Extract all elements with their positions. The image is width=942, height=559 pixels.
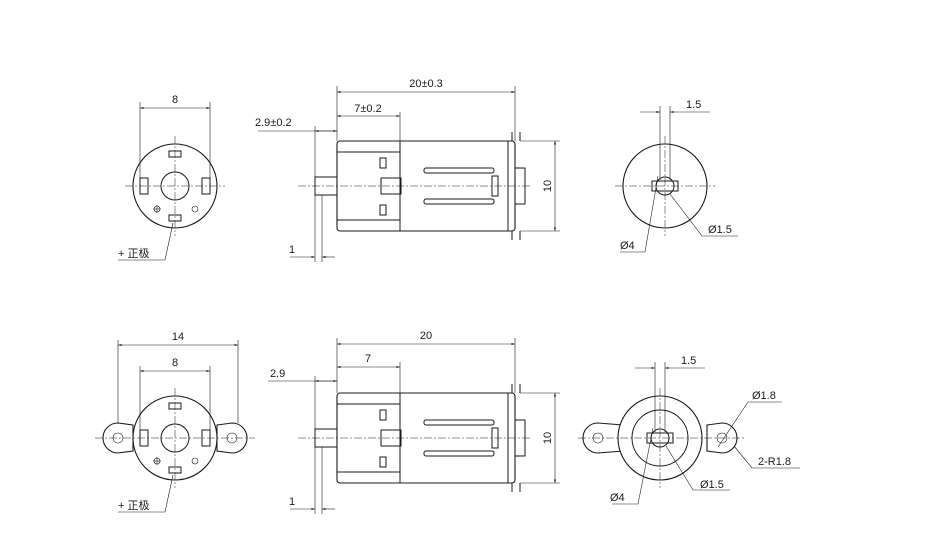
top-polarity-label: + 正极	[118, 246, 149, 260]
bottom-key-dim: 1.5	[681, 355, 696, 367]
bottom-radius-dim: 2-R1.8	[758, 456, 791, 468]
bottom-flange-dim: 14	[172, 331, 184, 343]
bottom-length-dim: 20	[420, 330, 432, 342]
bottom-shaft-dia-dim: Ø1.5	[700, 479, 724, 491]
top-front-view: 8 + 正极	[118, 94, 225, 261]
top-side-view: 20±0.3 7±0.2 2.9±0.2 1 10	[255, 78, 560, 262]
bottom-shaft-view: 1.5 Ø1.8 2-R1.8 Ø4 Ø1.5	[578, 355, 800, 505]
bottom-outer-dia-dim: Ø4	[610, 492, 625, 504]
top-gear-dim: 7±0.2	[354, 103, 381, 115]
bottom-gear-dim: 7	[365, 353, 371, 365]
top-height-dim: 10	[542, 180, 554, 192]
top-gap-dim: 1	[289, 244, 295, 256]
bottom-front-width-dim: 8	[172, 357, 178, 369]
top-outer-dia-dim: Ø4	[620, 240, 635, 252]
top-key-dim: 1.5	[686, 99, 701, 111]
bottom-hole-dia-dim: Ø1.8	[752, 390, 776, 402]
top-shaft-view: 1.5 Ø4 Ø1.5	[615, 99, 738, 253]
bottom-shaft-dim: 2.9	[270, 368, 285, 380]
top-front-width-dim: 8	[172, 94, 178, 106]
bottom-front-view: 14 8 + 正极	[95, 331, 255, 513]
bottom-side-view: 20 7 2.9 1 10	[268, 330, 560, 514]
top-shaft-dim: 2.9±0.2	[255, 117, 292, 129]
top-shaft-dia-dim: Ø1.5	[708, 224, 732, 236]
bottom-gap-dim: 1	[289, 496, 295, 508]
bottom-height-dim: 10	[542, 432, 554, 444]
bottom-polarity-label: + 正极	[118, 498, 149, 512]
top-length-dim: 20±0.3	[409, 78, 443, 90]
